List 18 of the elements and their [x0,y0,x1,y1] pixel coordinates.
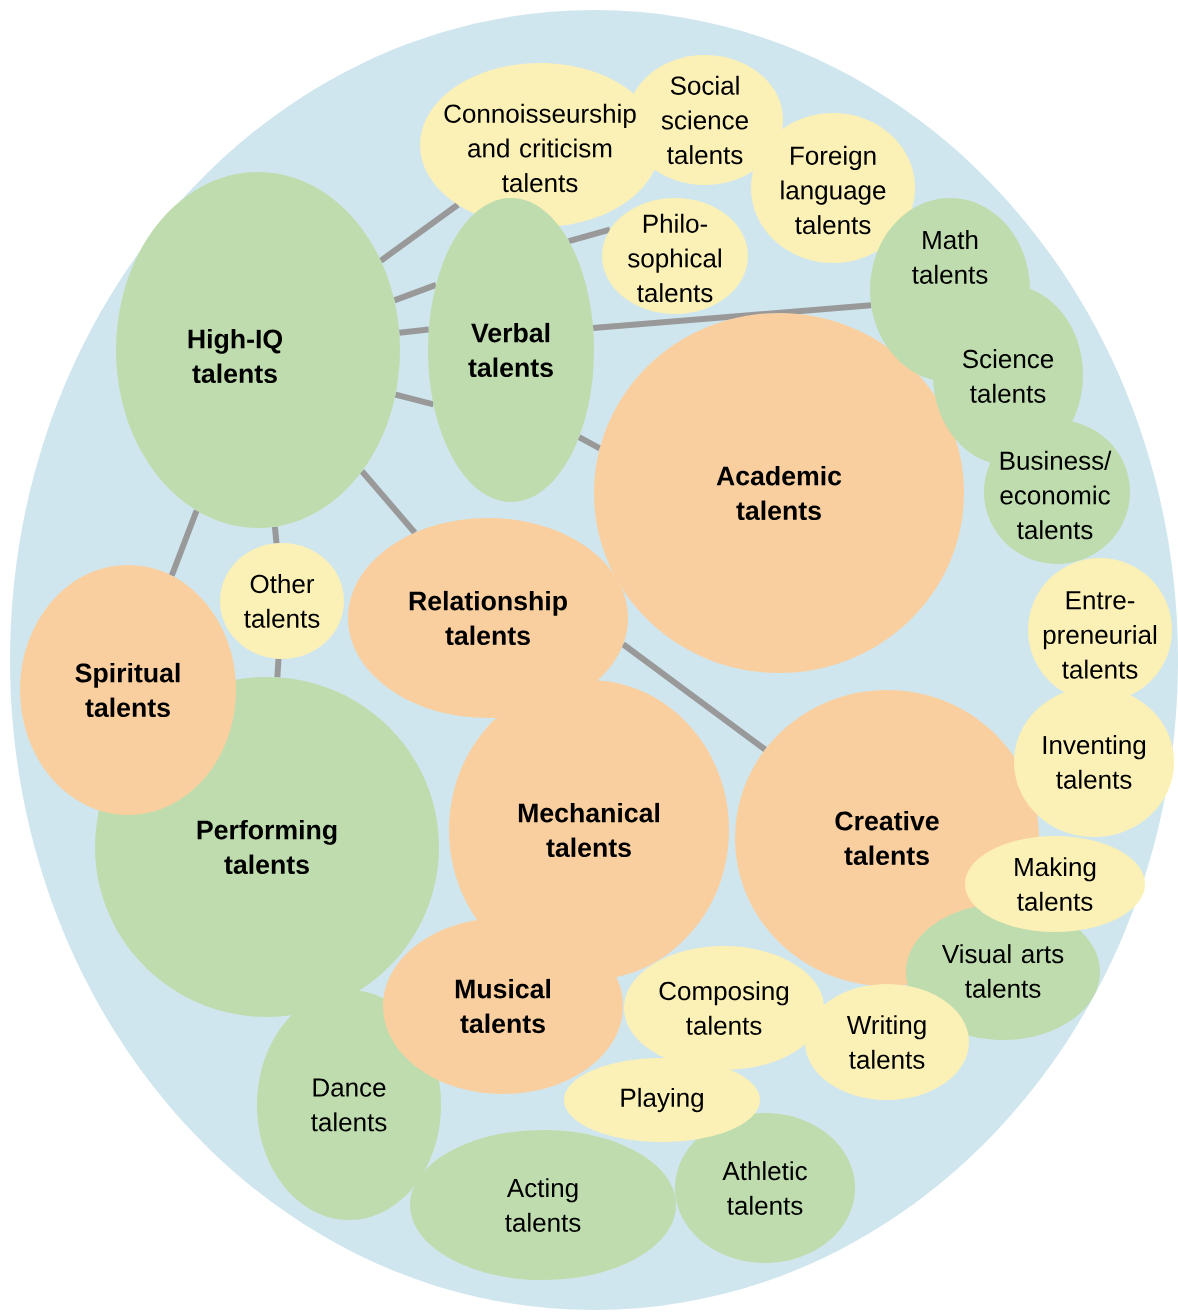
connector-line [271,526,280,544]
connector-line [274,658,282,678]
connector-line [379,202,460,264]
node-label: Math talents [912,230,988,284]
node-label: Social science talents [661,75,748,165]
connector-line [621,641,767,752]
node-label: Relationship talents [409,590,567,646]
node-label: Mechanical talents [518,802,659,858]
connector-line [393,282,438,304]
node-label: Playing [621,1087,703,1113]
connector-line [359,469,418,535]
connector-line [577,434,602,451]
connector-line [168,509,200,577]
connector-line [592,302,872,331]
node-label: Musical talents [455,978,551,1034]
connector-line [394,391,435,408]
connector-line [399,326,430,336]
connector-line [568,226,611,244]
